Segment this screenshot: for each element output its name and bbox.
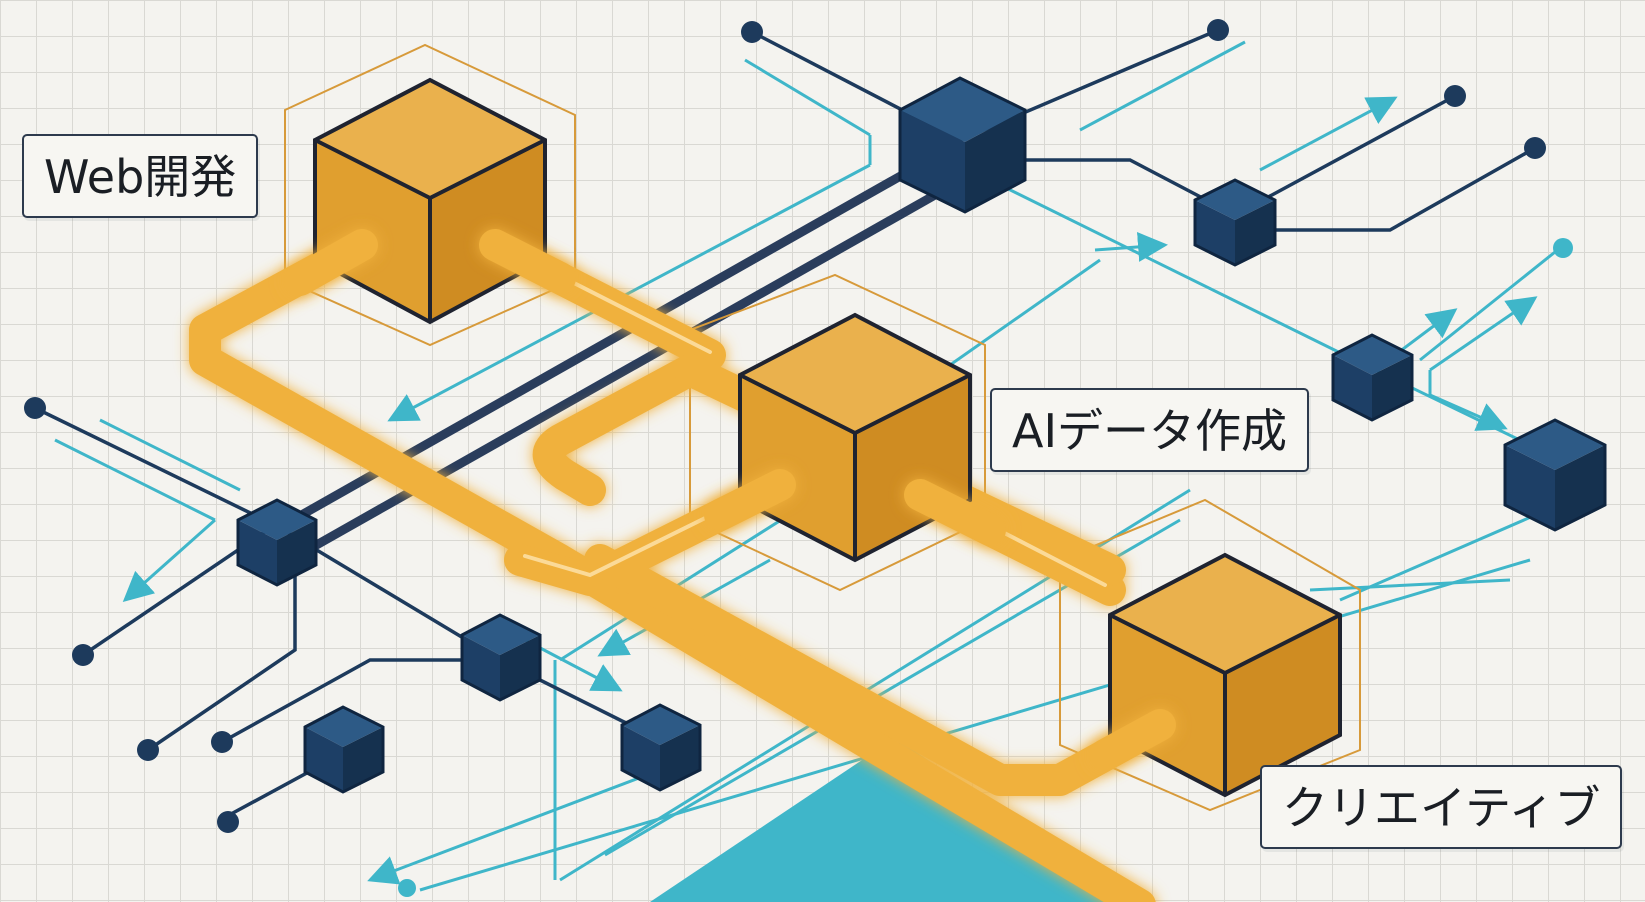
- navy-cube: [1193, 178, 1277, 267]
- navy-cube: [898, 76, 1027, 214]
- pipe-end-caps: [284, 229, 1176, 771]
- cyan-dot: [398, 879, 416, 897]
- orange-cube-web: [313, 77, 547, 325]
- navy-cube: [620, 703, 702, 792]
- navy-lines: [34, 28, 1536, 822]
- cyan-dot: [1553, 238, 1573, 258]
- navy-cube: [1331, 333, 1414, 422]
- label-creative: クリエイティブ: [1260, 765, 1623, 849]
- label-web-dev: Web開発: [22, 134, 259, 218]
- cyan-triangle-shape: [650, 738, 1140, 902]
- orange-cube-creative: [1108, 552, 1342, 798]
- navy-cube: [236, 498, 318, 587]
- navy-cube: [1503, 418, 1607, 532]
- navy-endpoint-dots: [24, 19, 1546, 833]
- orange-cube-ai: [738, 312, 972, 563]
- navy-cube: [460, 613, 542, 702]
- navy-cube: [303, 705, 385, 794]
- label-ai-data: AIデータ作成: [990, 388, 1310, 472]
